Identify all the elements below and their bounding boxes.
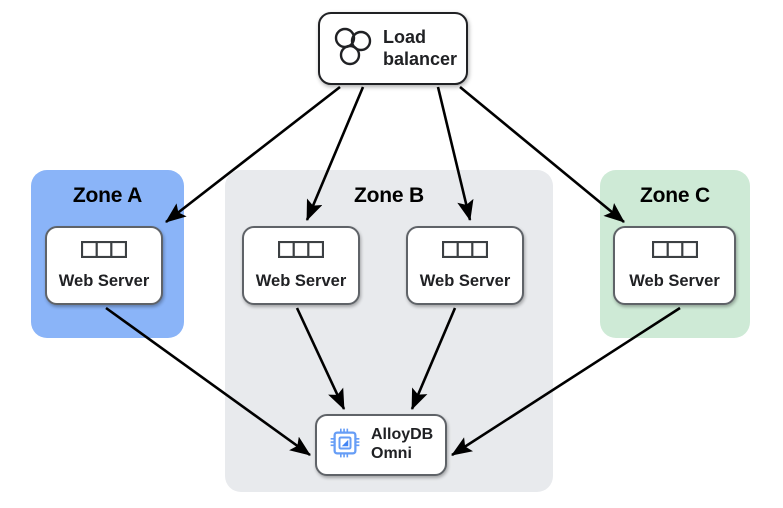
zone-b-web-server-2-label: Web Server: [419, 271, 511, 290]
cpu-chip-icon: [330, 428, 360, 463]
server-rack-icon: [651, 240, 698, 263]
load-balancer-label: Load balancer: [383, 27, 457, 69]
zone-c-web-server-label: Web Server: [629, 271, 720, 290]
load-balancer-node[interactable]: Load balancer: [318, 12, 468, 85]
zone-b-web-server-2[interactable]: Web Server: [406, 226, 524, 305]
zone-a-title: Zone A: [72, 184, 143, 207]
zone-b-web-server-1[interactable]: Web Server: [242, 226, 360, 305]
zone-a-web-server[interactable]: Web Server: [45, 226, 163, 305]
alloydb-omni-label-line1: AlloyDB: [371, 426, 434, 444]
server-rack-icon: [277, 240, 325, 263]
load-balancer-label-line1: Load: [383, 27, 426, 48]
zone-a-web-server-label: Web Server: [58, 271, 150, 290]
alloydb-omni-node[interactable]: AlloyDB Omni: [315, 414, 447, 476]
alloydb-omni-label: AlloyDB Omni: [371, 426, 433, 463]
zone-b-title: Zone B: [354, 184, 424, 207]
zone-c-title: Zone C: [640, 184, 710, 207]
server-rack-icon: [80, 240, 128, 263]
zone-c-web-server[interactable]: Web Server: [613, 226, 736, 305]
server-rack-icon: [441, 240, 489, 263]
zone-b-web-server-1-label: Web Server: [255, 271, 347, 290]
load-balancer-label-line2: balancer: [383, 48, 458, 69]
alloydb-omni-label-line2: Omni: [371, 445, 412, 462]
three-circles-icon: [334, 26, 372, 71]
